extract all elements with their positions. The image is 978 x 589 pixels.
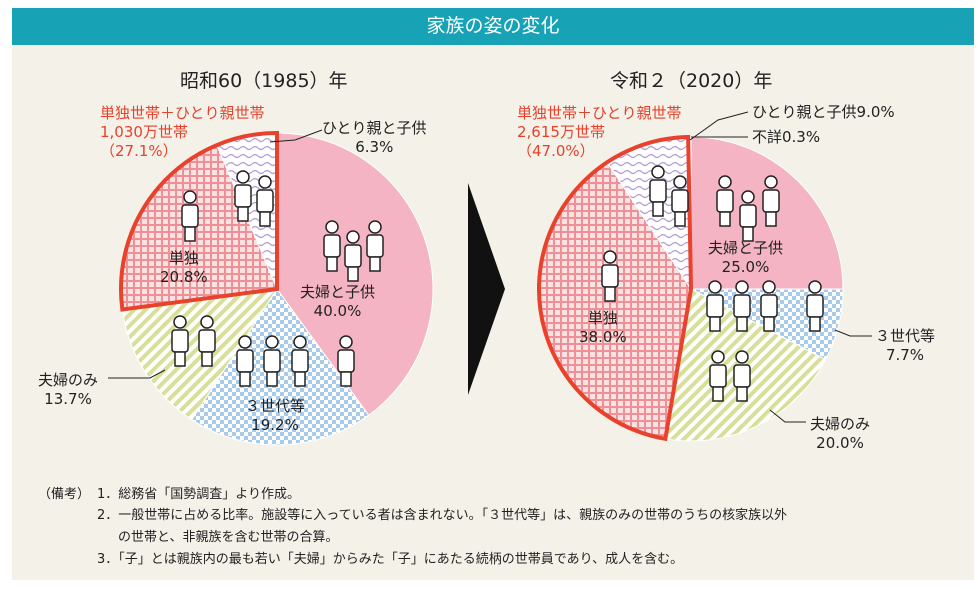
person-icon — [601, 250, 619, 302]
person-icon — [337, 335, 355, 387]
hl-line3: （47.0%） — [517, 142, 595, 160]
left-chart-title: 昭和60（1985）年 — [180, 70, 348, 92]
leader-line — [108, 369, 166, 379]
left-highlight: 単独世帯＋ひとり親世帯 1,030万世帯 （27.1%） — [100, 104, 265, 161]
person-icon — [671, 175, 689, 227]
right-chart-title: 令和２（2020）年 — [610, 70, 773, 92]
header-title: 家族の姿の変化 — [12, 8, 974, 45]
note-2a: 2．一般世帯に占める比率。施設等に入っている者は含まれない。「３世代等」は、親族… — [97, 508, 788, 523]
person-icon — [762, 175, 780, 227]
person-icon — [344, 230, 362, 282]
hl-line2: 2,615万世帯 — [517, 123, 605, 141]
label-value: 20.0% — [816, 434, 864, 452]
person-icon — [733, 350, 751, 402]
label-text: 夫婦のみ — [38, 371, 99, 389]
note-2b: の世帯と、非親族を含む世帯の合算。 — [118, 530, 339, 545]
note-1: 1．総務省「国勢調査」より作成。 — [97, 487, 301, 502]
label-value: 19.2% — [251, 416, 299, 434]
label-text: 夫婦と子供 — [708, 239, 784, 257]
person-icon — [760, 280, 778, 332]
highlight-outline — [537, 134, 694, 442]
label-text: 単独 — [168, 249, 199, 267]
label-text: 単独 — [587, 309, 618, 327]
person-icon — [171, 315, 189, 367]
label-value: 7.7% — [885, 346, 925, 364]
hl-line1: 単独世帯＋ひとり親世帯 — [517, 104, 682, 122]
person-icon — [236, 335, 254, 387]
person-icon — [256, 175, 274, 227]
note-3: 3．「子」とは親族内の最も若い「夫婦」からみた「子」にあたる続柄の世帯員であり、… — [97, 552, 684, 567]
person-icon — [234, 170, 252, 222]
leader-line — [834, 329, 872, 337]
person-icon — [733, 280, 751, 332]
hl-line2: 1,030万世帯 — [100, 123, 188, 141]
label-text: ひとり親と子供 — [322, 119, 427, 137]
person-icon — [366, 220, 384, 272]
person-icon — [649, 165, 667, 217]
label-value: 6.3% — [355, 138, 394, 156]
person-icon — [198, 315, 216, 367]
leader-line — [769, 409, 806, 423]
right-highlight: 単独世帯＋ひとり親世帯 2,615万世帯 （47.0%） — [517, 104, 682, 161]
label-value: 40.0% — [313, 302, 362, 320]
label-text: 夫婦と子供 — [300, 283, 376, 301]
label-r-unknown: 不詳0.3% — [752, 128, 821, 146]
person-icon — [806, 280, 824, 332]
label-value: 13.7% — [44, 390, 92, 408]
arrow-icon — [468, 183, 505, 395]
hl-line1: 単独世帯＋ひとり親世帯 — [100, 104, 265, 122]
person-icon — [706, 280, 724, 332]
person-icon — [181, 190, 199, 242]
leader-line — [269, 129, 323, 143]
label-text: ３世代等 — [875, 327, 936, 345]
notes-head: （備考） — [38, 487, 91, 502]
person-icon — [291, 335, 309, 387]
person-icon — [739, 190, 757, 242]
label-value: 20.8% — [160, 268, 208, 286]
person-icon — [709, 350, 727, 402]
label-text: 夫婦のみ — [810, 415, 871, 433]
pie-slice — [121, 288, 279, 421]
person-icon — [716, 175, 734, 227]
leader-line — [689, 111, 749, 141]
hl-line3: （27.1%） — [100, 142, 178, 160]
person-icon — [263, 335, 281, 387]
label-text: ３世代等 — [245, 397, 306, 415]
label-value: 25.0% — [721, 258, 770, 276]
person-icon — [323, 220, 341, 272]
label-value: 38.0% — [579, 328, 627, 346]
highlight-outline — [119, 130, 279, 312]
label-r-single-parent: ひとり親と子供9.0% — [752, 103, 895, 121]
